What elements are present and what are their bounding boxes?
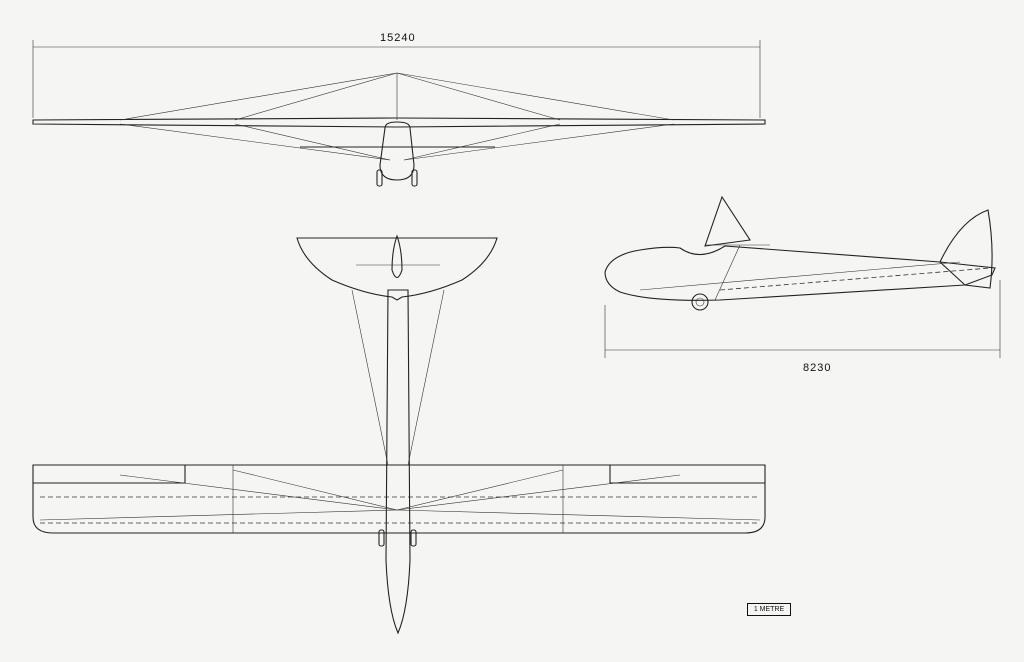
side-view [604, 195, 1001, 358]
fin-plan [391, 234, 403, 279]
side-fuselage [604, 245, 996, 301]
plan-fuselage [385, 289, 411, 635]
wing-pylon [704, 195, 751, 247]
plan-view [32, 234, 766, 635]
plan-wing [32, 464, 766, 534]
tailplane [296, 237, 498, 301]
span-label: 15240 [380, 32, 416, 44]
front-view [32, 40, 766, 187]
side-wheel [691, 293, 709, 311]
rudder [939, 209, 993, 289]
wheel [378, 529, 385, 547]
front-fuselage [379, 121, 415, 181]
plan-bracing-wires [39, 289, 761, 521]
scale-bar: 1 METRE [747, 603, 791, 616]
wheel [411, 169, 418, 187]
length-label: 8230 [803, 362, 832, 374]
wheel [410, 529, 417, 547]
front-bracing-wires [119, 72, 675, 161]
wheel [376, 169, 383, 187]
